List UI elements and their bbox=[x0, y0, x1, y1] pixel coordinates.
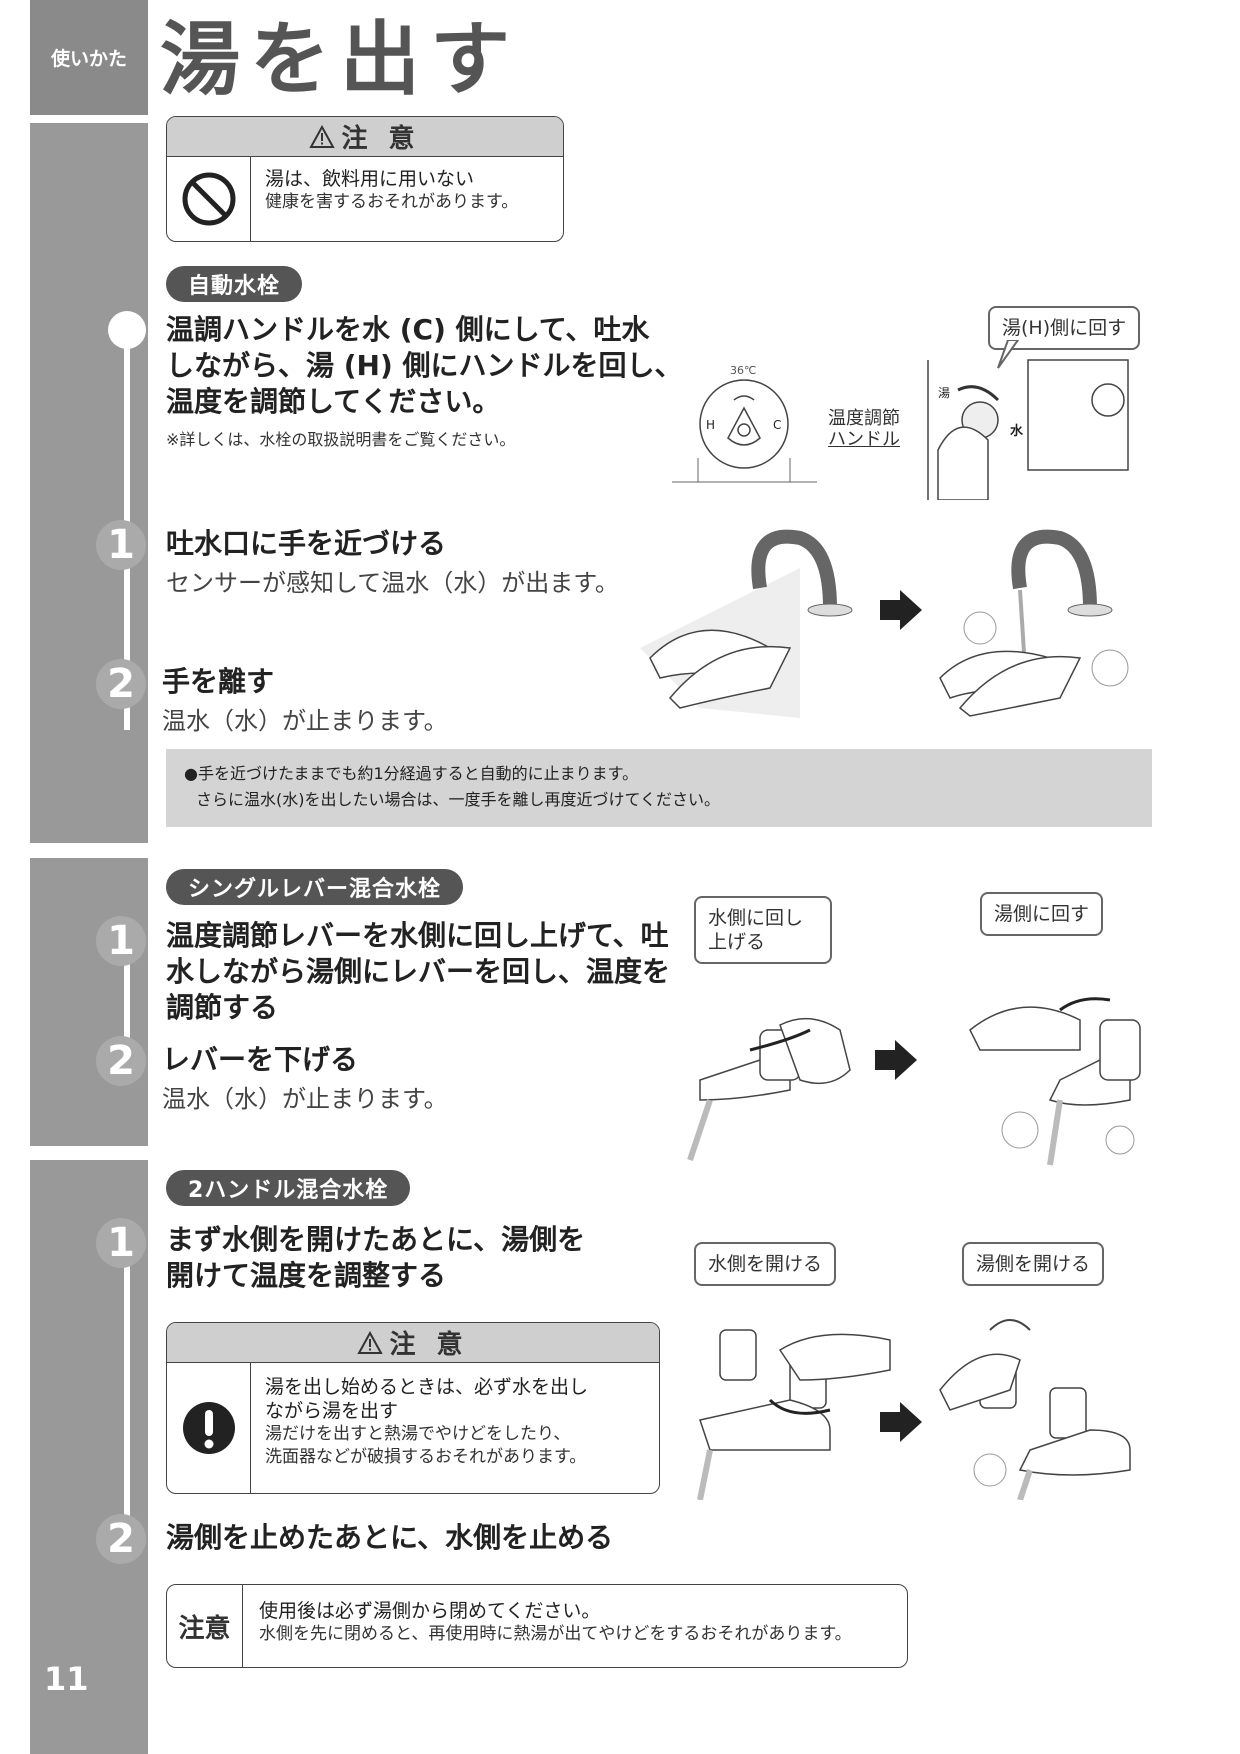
single-step1-line: 調節する bbox=[166, 991, 279, 1024]
step-number: 2 bbox=[96, 1514, 146, 1564]
arrow-right-icon bbox=[880, 1402, 922, 1442]
single-step1-line: 水しながら湯側にレバーを回し、温度を bbox=[166, 955, 671, 988]
step-number: 1 bbox=[96, 520, 146, 570]
step-number: 2 bbox=[96, 659, 146, 709]
dial-illustration: 36℃ H C bbox=[672, 364, 817, 484]
dial-c-label: C bbox=[773, 418, 782, 432]
section-tab: 使いかた bbox=[30, 0, 148, 115]
step-text: 温水（水）が止まります。 bbox=[162, 1085, 448, 1113]
step-connector bbox=[124, 1240, 130, 1530]
step-number: 1 bbox=[96, 916, 146, 966]
dial-h-label: H bbox=[706, 418, 716, 432]
section-pill-auto: 自動水栓 bbox=[166, 266, 303, 302]
prohibited-icon bbox=[167, 157, 251, 241]
page-number: 11 bbox=[44, 1660, 89, 1698]
section-pill-double: 2ハンドル混合水栓 bbox=[166, 1170, 411, 1206]
double-step1-line: 開けて温度を調整する bbox=[166, 1259, 447, 1292]
caution-main-text: 湯を出し始めるときは、必ず水を出し bbox=[265, 1376, 589, 1398]
double-handle-illustration bbox=[697, 1319, 1131, 1500]
caution-sub-text: 洗面器などが破損するおそれがあります。 bbox=[265, 1447, 587, 1467]
note-sub: 水側を先に閉めると、再使用時に熱湯が出てやけどをするおそれがあります。 bbox=[259, 1624, 852, 1644]
auto-intro-line: 温度を調節してください。 bbox=[166, 385, 501, 418]
note-line: ●手を近づけたままでも約1分経過すると自動的に止まります。 bbox=[184, 764, 639, 783]
step-text: センサーが感知して温水（水）が出ます。 bbox=[166, 569, 619, 597]
sidebar-bar-single bbox=[30, 858, 148, 1146]
single-lever-illustration bbox=[687, 997, 1141, 1166]
step-title: 手を離す bbox=[162, 665, 275, 698]
hot-mark: 湯 bbox=[938, 386, 951, 400]
section-pill-single: シングルレバー混合水栓 bbox=[166, 869, 464, 905]
note-box: 注意 使用後は必ず湯側から閉めてください。 水側を先に閉めると、再使用時に熱湯が… bbox=[166, 1584, 908, 1668]
caution-heading: 注 意 bbox=[389, 1330, 469, 1360]
caution-heading: 注 意 bbox=[341, 124, 421, 154]
callout-cold-up: 水側に回し上げる bbox=[694, 896, 832, 964]
double-step1-line: まず水側を開けたあとに、湯側を bbox=[166, 1223, 586, 1256]
callout-open-cold: 水側を開ける bbox=[694, 1242, 837, 1286]
warning-triangle-icon bbox=[309, 124, 336, 148]
note-main: 使用後は必ず湯側から閉めてください。 bbox=[259, 1600, 601, 1622]
warning-triangle-icon bbox=[357, 1330, 384, 1354]
auto-note-box: ●手を近づけたままでも約1分経過すると自動的に止まります。 さらに温水(水)を出… bbox=[166, 749, 1152, 827]
caution-sub-text: 健康を害するおそれがあります。 bbox=[265, 192, 519, 212]
page-title: 湯を出す bbox=[160, 13, 520, 106]
step-text: 温水（水）が止まります。 bbox=[162, 707, 448, 735]
caution-main-text: ながら湯を出す bbox=[265, 1400, 399, 1422]
handle-label: 温度調節 ハンドル bbox=[828, 408, 900, 450]
note-label: 注意 bbox=[167, 1585, 243, 1667]
step-number: 2 bbox=[96, 1036, 146, 1086]
mandatory-icon bbox=[167, 1363, 251, 1493]
step-title: 吐水口に手を近づける bbox=[166, 527, 447, 560]
caution-main-text: 湯は、飲料用に用いない bbox=[265, 168, 475, 190]
intro-dot bbox=[108, 311, 146, 349]
caution-header: 注 意 bbox=[167, 1323, 659, 1363]
auto-note: ※詳しくは、水栓の取扱説明書をご覧ください。 bbox=[166, 430, 516, 449]
caution-box: 注 意 湯は、飲料用に用いない 健康を害するおそれがあります。 bbox=[166, 116, 564, 242]
caution-header: 注 意 bbox=[167, 117, 563, 157]
caution-box: 注 意 湯を出し始めるときは、必ず水を出し ながら湯を出す 湯だけを出すと熱湯で… bbox=[166, 1322, 660, 1494]
cold-mark: 水 bbox=[1010, 424, 1024, 439]
auto-intro-line: しながら、湯 (H) 側にハンドルを回し、 bbox=[166, 349, 683, 382]
arrow-right-icon bbox=[880, 590, 922, 630]
step-connector bbox=[124, 930, 130, 1060]
bullet-icon: ● bbox=[184, 764, 198, 783]
callout-hot: 湯側に回す bbox=[980, 892, 1104, 936]
single-step1-line: 温度調節レバーを水側に回し上げて、吐 bbox=[166, 919, 669, 952]
note-line: さらに温水(水)を出したい場合は、一度手を離し再度近づけてください。 bbox=[196, 790, 721, 809]
sidebar-bar-auto bbox=[30, 123, 148, 843]
faucet-handle-illustration bbox=[927, 340, 1129, 500]
step-title: 湯側を止めたあとに、水側を止める bbox=[166, 1521, 614, 1554]
callout-open-hot: 湯側を開ける bbox=[962, 1242, 1105, 1286]
auto-faucet-illustration bbox=[640, 529, 1129, 718]
dial-temp-label: 36℃ bbox=[730, 364, 757, 377]
caution-sub-text: 湯だけを出すと熱湯でやけどをしたり、 bbox=[265, 1424, 571, 1444]
step-number: 1 bbox=[96, 1218, 146, 1268]
arrow-right-icon bbox=[875, 1040, 917, 1080]
step-title: レバーを下げる bbox=[162, 1043, 359, 1076]
auto-intro-line: 温調ハンドルを水 (C) 側にして、吐水 bbox=[166, 313, 650, 346]
